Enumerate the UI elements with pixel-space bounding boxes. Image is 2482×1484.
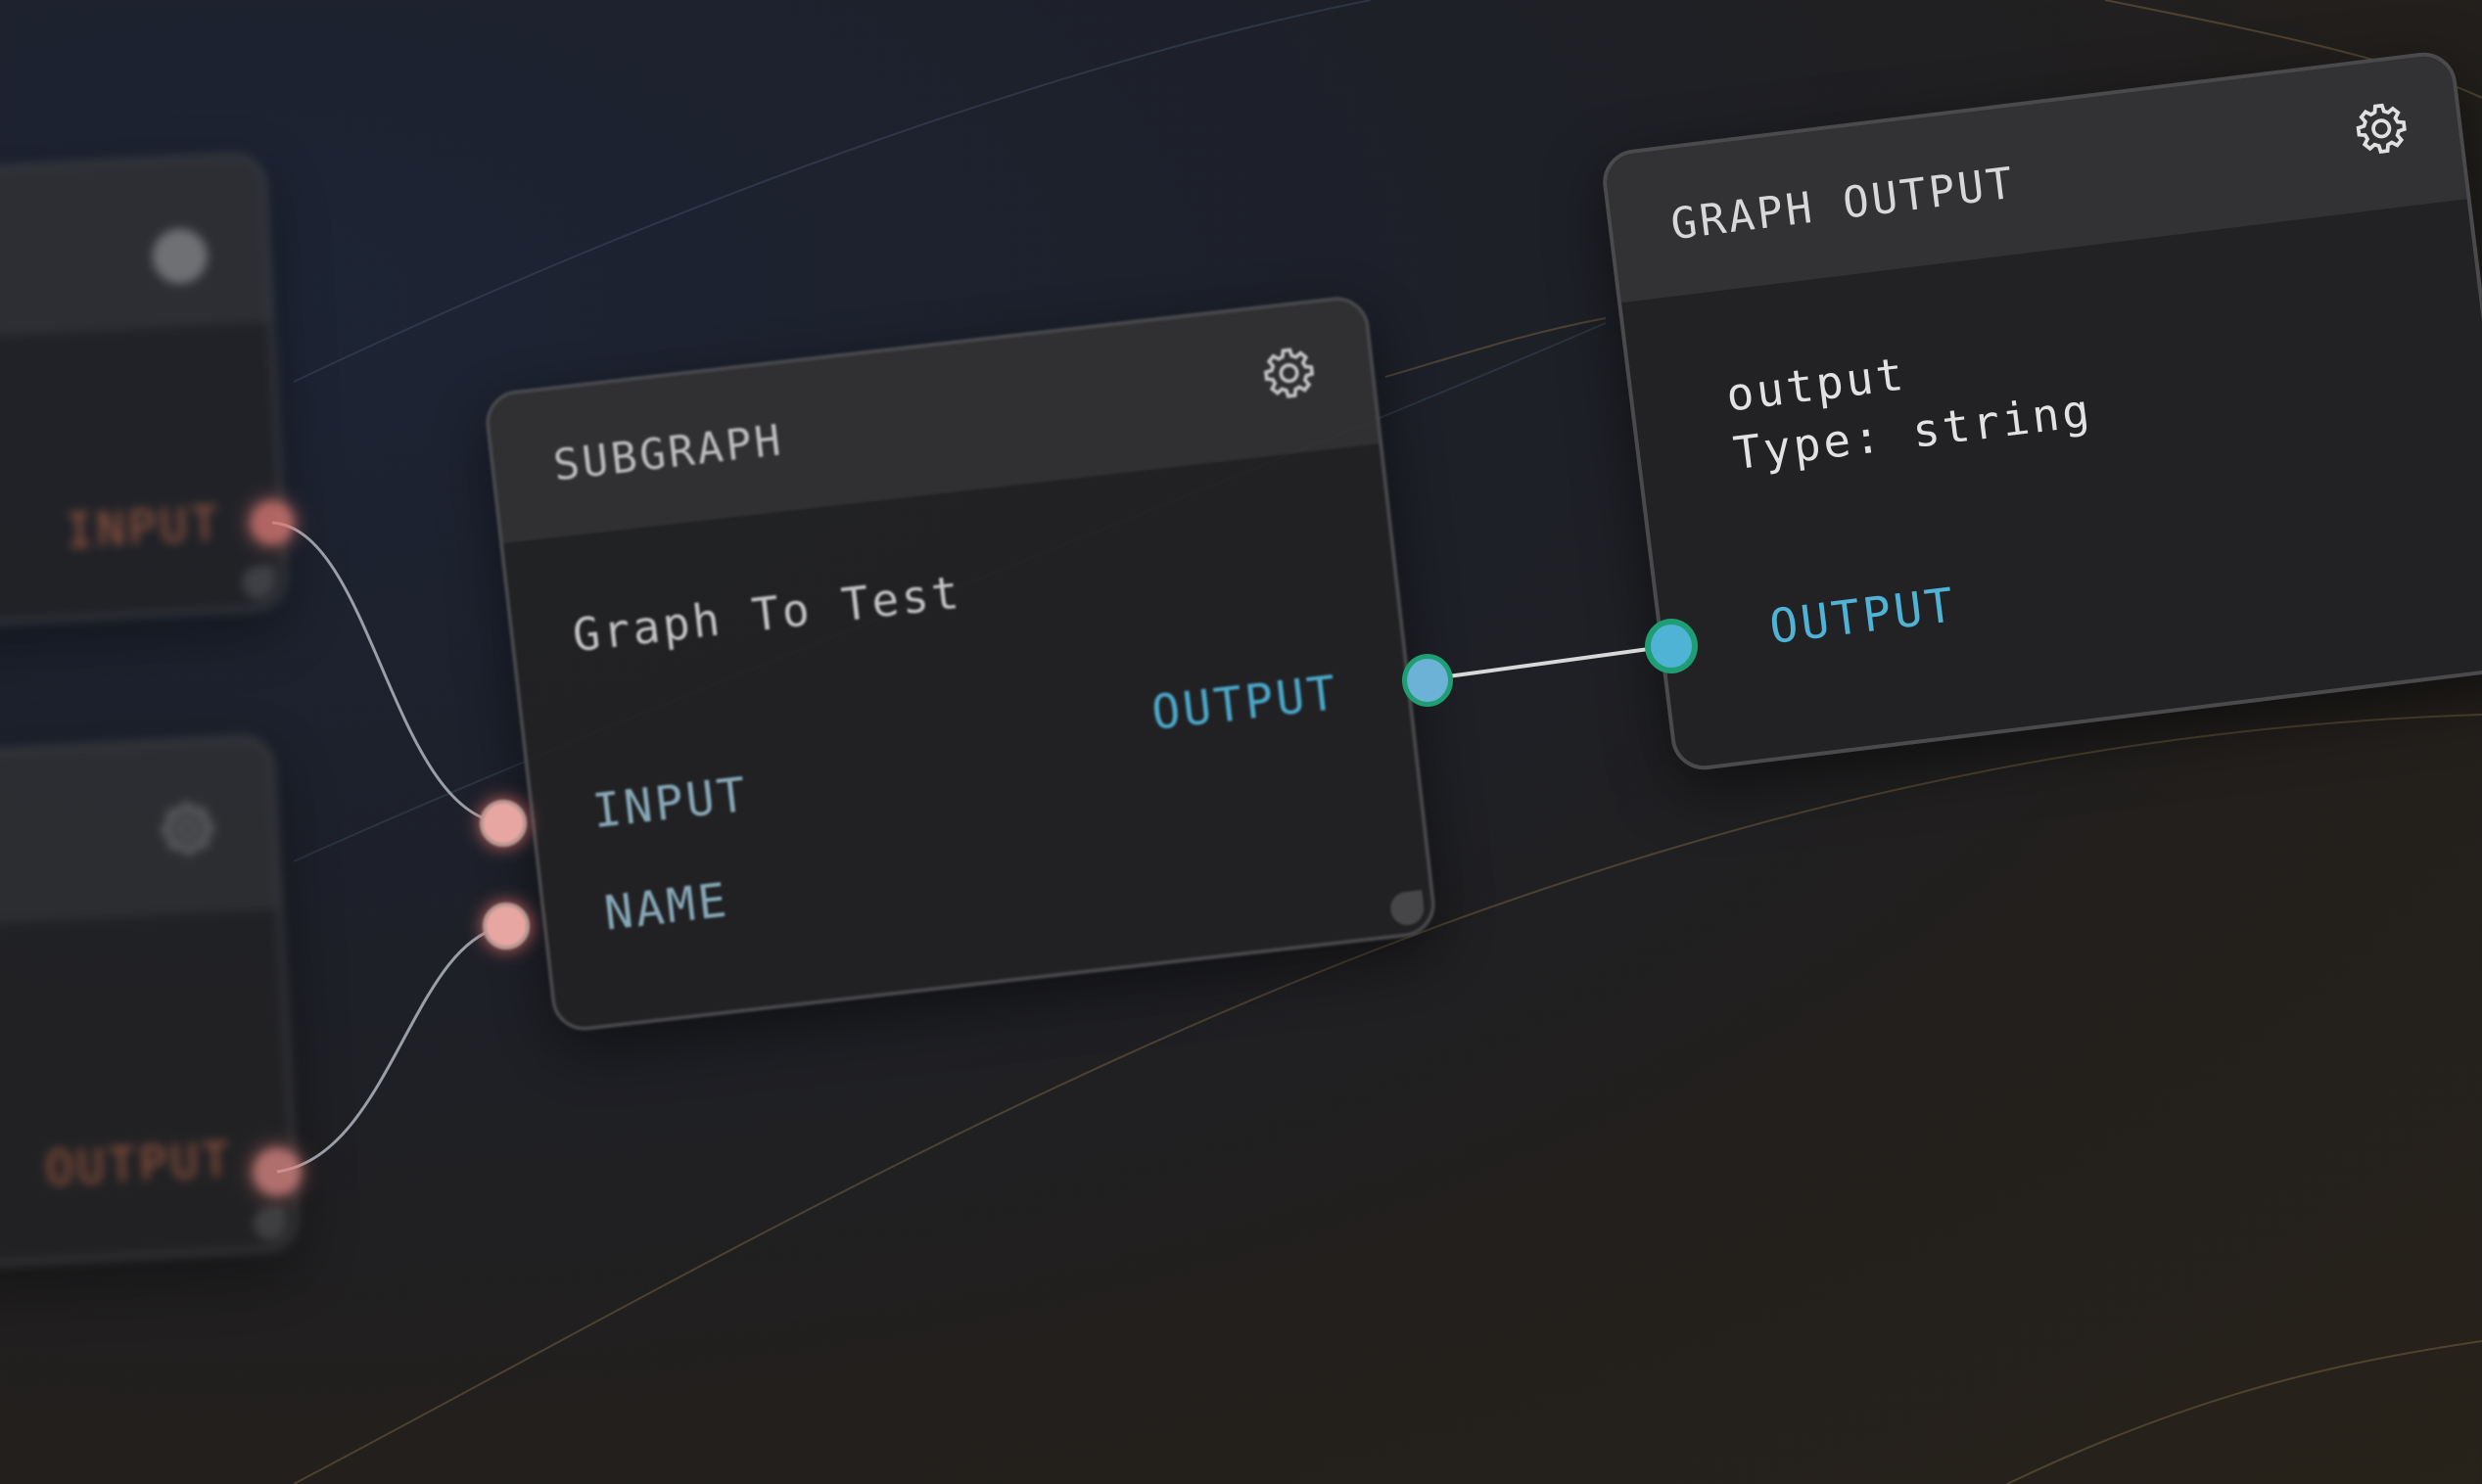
gear-icon[interactable] [1259,343,1320,403]
port-input-source[interactable] [251,501,294,544]
port-graph-output-input[interactable] [1645,619,1698,673]
resize-handle[interactable] [1388,890,1427,927]
subgraph-value: Graph To Test [570,565,964,663]
resize-handle[interactable] [253,1205,288,1241]
port-label-input: INPUT [589,766,752,840]
port-label-output: OUTPUT [43,1132,234,1197]
port-subgraph-input[interactable] [480,800,527,847]
port-label-output: OUTPUT [1148,665,1341,741]
gear-icon[interactable] [2351,98,2412,159]
port-label-input: INPUT [64,495,223,560]
port-label-output: OUTPUT [1766,578,1960,656]
blurred-output-node[interactable]: OUTPUT [0,733,301,1281]
port-label-name: NAME [601,872,732,942]
port-output-source[interactable] [254,1148,301,1195]
subgraph-node[interactable]: SUBGRAPH Graph To Test OUTPUT INPUT NAME [482,293,1439,1035]
graph-output-node[interactable]: GRAPH OUTPUT output Type: string OUTPUT [1599,48,2482,774]
port-subgraph-name[interactable] [483,903,530,950]
gear-icon[interactable] [159,800,216,858]
blurred-input-node[interactable]: INPUT [0,152,289,639]
port-subgraph-output[interactable] [1402,654,1453,707]
resize-handle[interactable] [241,565,277,600]
